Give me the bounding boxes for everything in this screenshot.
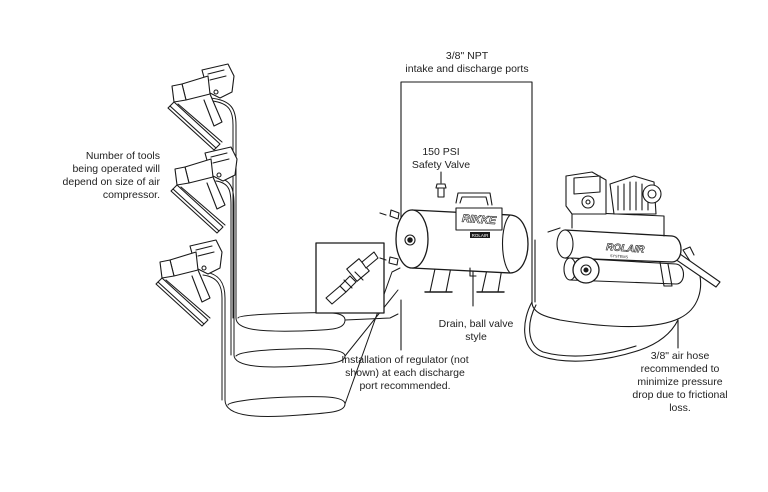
tool-hoses [202, 97, 401, 417]
air-compressor: ROLAIR SYSTEMS [547, 171, 721, 288]
nailer-tools [155, 63, 238, 327]
hose-note-label: 3/8" air hose recommended to minimize pr… [632, 350, 728, 414]
drain-label: Drain, ball valve style [438, 318, 514, 343]
safety-valve-label: 150 PSI Safety Valve [411, 146, 471, 171]
regulator-label: Installation of regulator (not shown) at… [341, 354, 469, 392]
npt-callout-lines [400, 81, 533, 241]
tank-brand-logo: RIKKE [462, 213, 498, 227]
tools-note-label: Number of tools being operated will depe… [62, 150, 160, 201]
air-tank: RIKKE ROLAIR [379, 183, 529, 293]
npt-ports-label: 3/8" NPT intake and discharge ports [405, 50, 529, 75]
regulator-inset [315, 242, 385, 314]
compressor-brand-logo: ROLAIR [606, 242, 646, 256]
nailer-icon [170, 146, 238, 234]
nailer-icon [155, 239, 223, 327]
nailer-icon [167, 63, 235, 151]
tank-sub-logo: ROLAIR [472, 233, 490, 238]
compressor-sub-logo: SYSTEMS [610, 254, 629, 259]
compressor-hose [524, 239, 702, 362]
